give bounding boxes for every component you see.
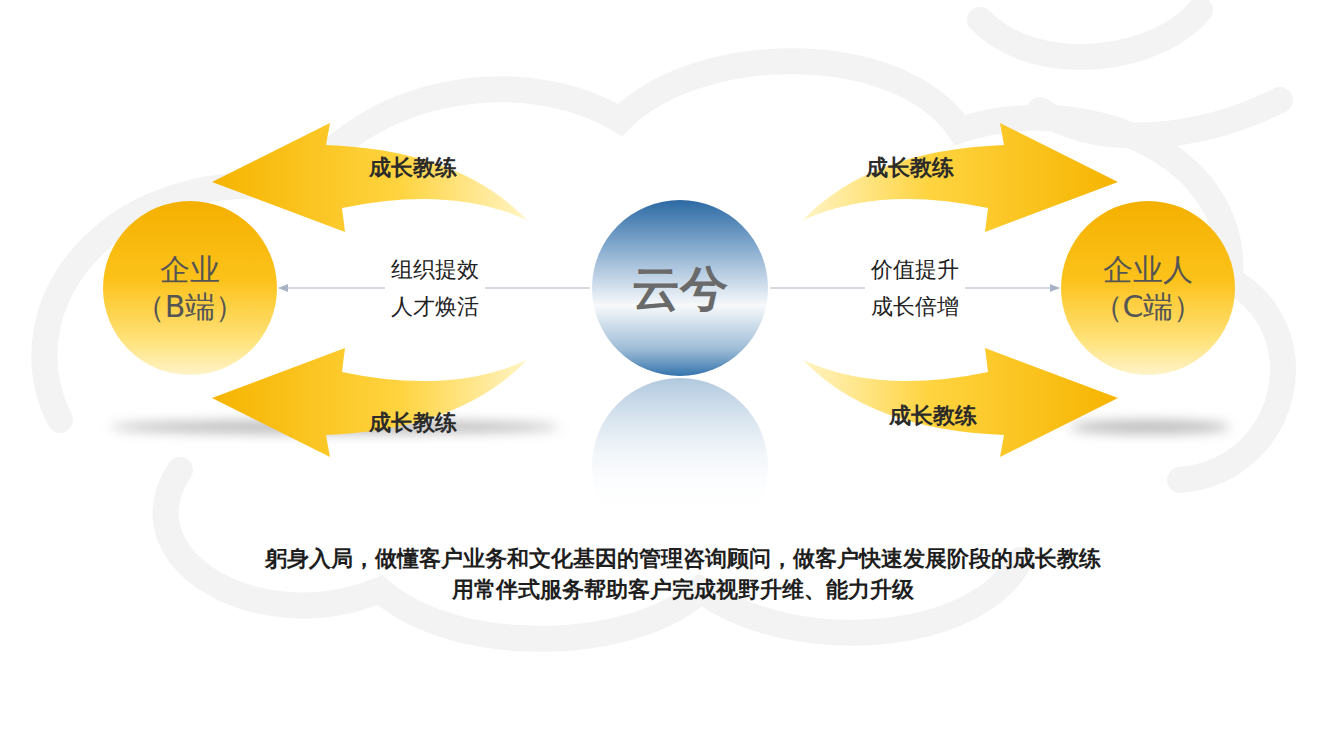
circle-fill — [103, 201, 277, 375]
reflection — [592, 378, 768, 554]
edge-label: 价值提升成长倍增 — [865, 251, 965, 326]
circle-shape — [103, 201, 277, 375]
edge-label: 组织提效人才焕活 — [385, 251, 485, 326]
shadow — [1070, 420, 1230, 434]
client-circle: 企业（B端） — [103, 201, 277, 375]
curved-arrow — [212, 123, 527, 232]
circle-fill — [1061, 201, 1235, 375]
arrow-label: 成长教练 — [369, 408, 457, 438]
growth-arrows — [212, 123, 1118, 457]
arrow-label: 成长教练 — [369, 153, 457, 183]
center-circle: 云兮 — [592, 200, 768, 376]
curved-arrow — [803, 123, 1118, 232]
arrow-label: 成长教练 — [866, 153, 954, 183]
circle-shape — [1061, 201, 1235, 375]
circle-fill — [592, 200, 768, 376]
arrow-label: 成长教练 — [889, 401, 977, 431]
node-label: 企业（B端） — [135, 251, 246, 326]
curved-arrow — [803, 348, 1118, 457]
curved-arrow — [212, 348, 527, 457]
cloud-watermark — [44, 10, 1283, 639]
client-circle: 企业人（C端） — [1061, 201, 1235, 375]
node-label: 企业人（C端） — [1093, 251, 1204, 326]
caption: 躬身入局，做懂客户业务和文化基因的管理咨询顾问，做客户快速发展阶段的成长教练用常… — [265, 544, 1101, 606]
node-label: 云兮 — [632, 258, 728, 318]
